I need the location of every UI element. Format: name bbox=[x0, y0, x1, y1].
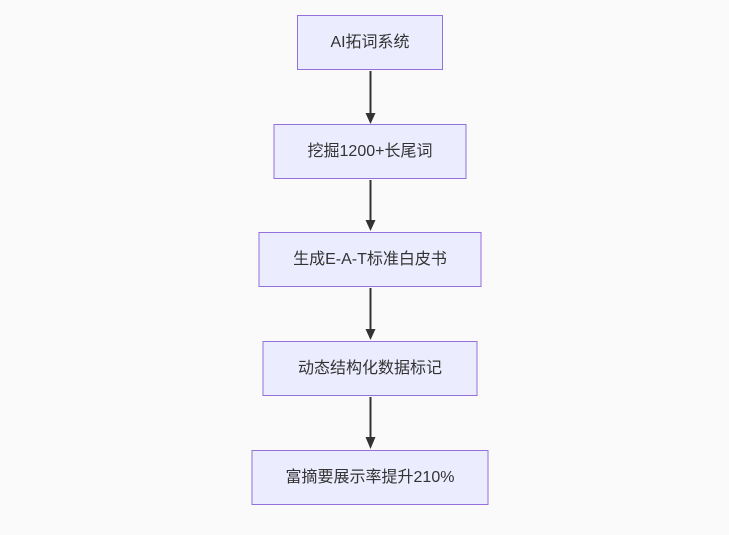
flow-node-longtail-mining: 挖掘1200+长尾词 bbox=[273, 124, 467, 179]
flow-arrow bbox=[365, 397, 376, 449]
flow-node-label: AI拓词系统 bbox=[330, 33, 410, 51]
flow-node-label: 富摘要展示率提升210% bbox=[285, 468, 455, 486]
flow-node-structured-data: 动态结构化数据标记 bbox=[262, 341, 478, 396]
flow-node-eat-whitepaper: 生成E-A-T标准白皮书 bbox=[258, 232, 482, 287]
flow-node-ai-keyword-system: AI拓词系统 bbox=[297, 15, 443, 70]
flow-arrow bbox=[365, 288, 376, 340]
flow-node-label: 动态结构化数据标记 bbox=[297, 359, 442, 377]
flow-node-label: 生成E-A-T标准白皮书 bbox=[293, 250, 447, 268]
flow-node-rich-snippet-result: 富摘要展示率提升210% bbox=[251, 450, 489, 505]
arrowhead-icon bbox=[365, 113, 376, 124]
arrowhead-icon bbox=[365, 220, 376, 231]
flow-node-label: 挖掘1200+长尾词 bbox=[307, 142, 433, 160]
flow-arrow bbox=[365, 180, 376, 231]
arrowhead-icon bbox=[365, 437, 376, 449]
arrowhead-icon bbox=[365, 329, 376, 340]
flow-arrow bbox=[365, 71, 376, 124]
